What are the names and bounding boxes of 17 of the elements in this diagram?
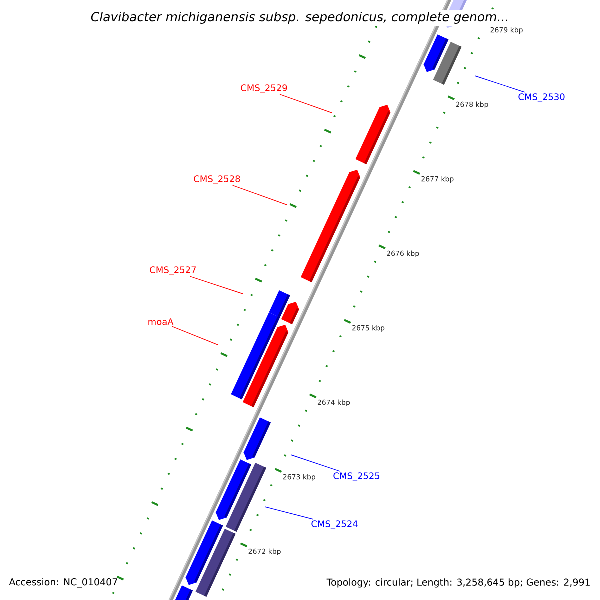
- accession-label: Accession: NC_010407: [9, 578, 118, 588]
- gene-label: CMS_2528: [194, 176, 240, 184]
- leader-line: [290, 454, 340, 472]
- gene-label: moaA: [148, 318, 174, 326]
- gene-label: CMS_2525: [334, 472, 380, 482]
- summary-label: Topology: circular; Length: 3,258,645 bp; Genes: 2,991: [326, 578, 590, 588]
- leader-line: [474, 76, 526, 93]
- gene-label: CMS_2530: [518, 94, 565, 102]
- leader-line: [232, 185, 288, 206]
- title: Clavibacter michiganensis subsp. sepedonicus, complete genom...: [88, 10, 512, 26]
- gene-label: CMS_2529: [241, 84, 288, 94]
- gene-label: CMS_2527: [150, 266, 196, 276]
- leader-line: [280, 94, 332, 114]
- leader-line: [172, 326, 218, 346]
- leader-line: [190, 276, 244, 294]
- gene-label: CMS_2524: [312, 520, 358, 530]
- leader-line: [264, 506, 314, 520]
